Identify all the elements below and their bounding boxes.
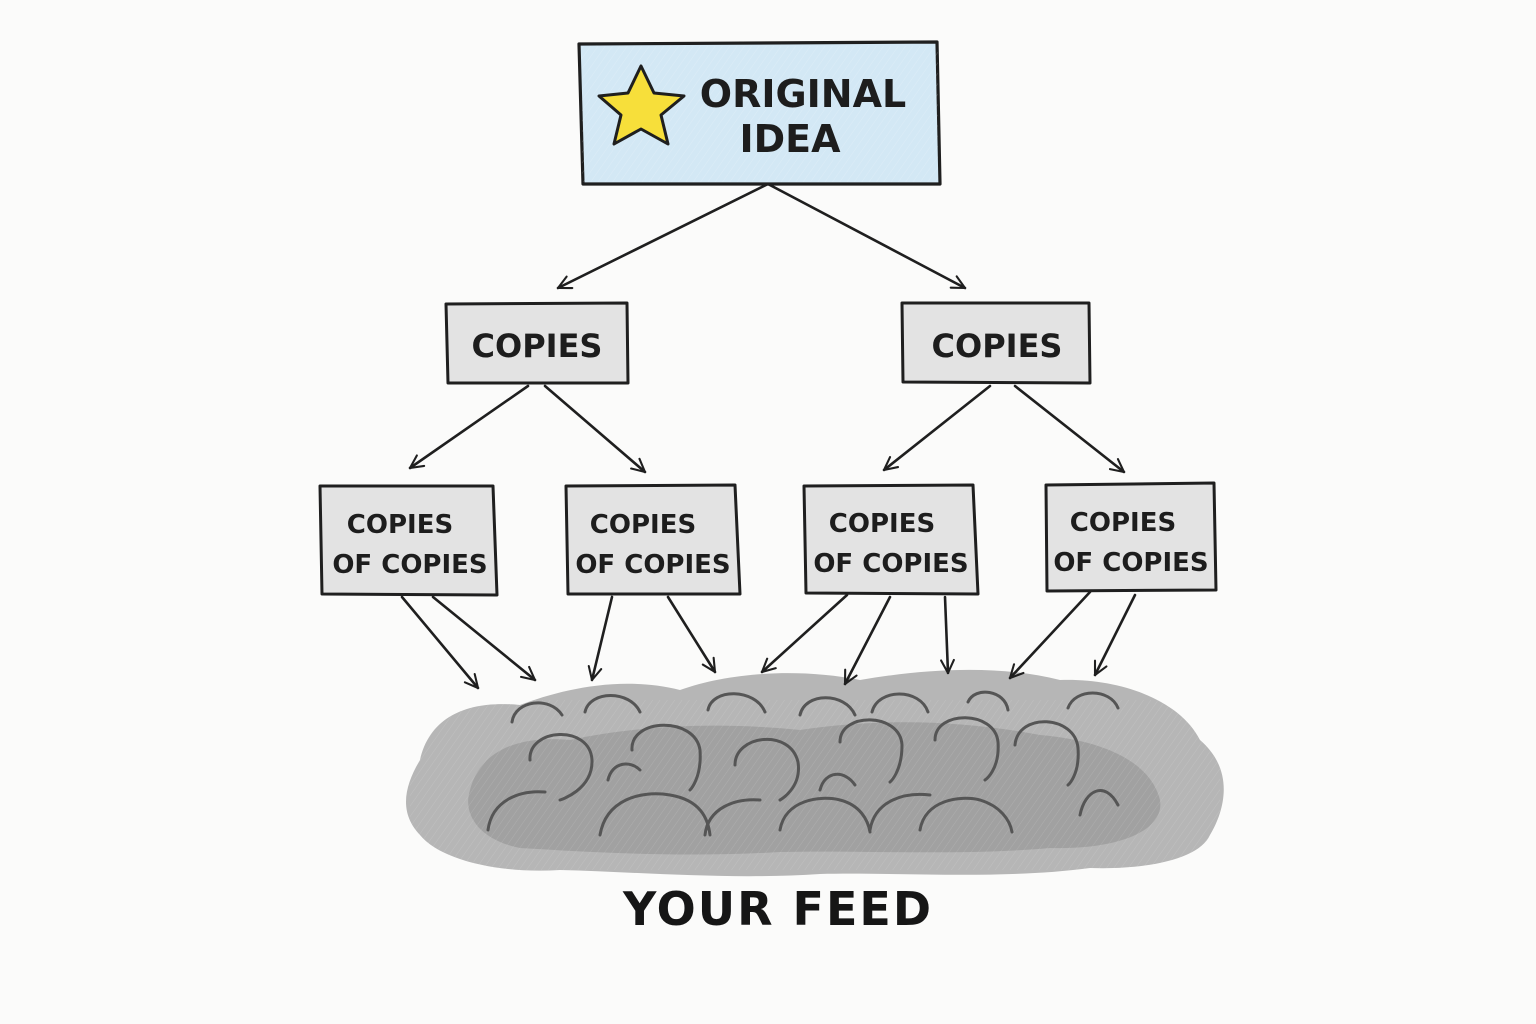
- copies-of-copies-line1: COPIES: [347, 510, 453, 540]
- arrow-c3-to-feed-a: [762, 595, 847, 672]
- arrow-c1-to-feed-b: [433, 597, 535, 680]
- arrow-c4-to-feed-b: [1095, 595, 1135, 675]
- arrow-root-to-copies-left: [558, 184, 768, 288]
- arrow-c3-to-feed-b: [845, 597, 890, 684]
- arrow-c3-to-feed-c: [945, 597, 948, 673]
- root-title-line2: IDEA: [739, 117, 841, 161]
- copies-label: COPIES: [932, 327, 1063, 365]
- arrow-root-to-copies-right: [768, 184, 965, 288]
- connectors: [402, 184, 1135, 688]
- copies-of-copies-line1: COPIES: [829, 509, 935, 539]
- arrow-copies-left-to-c2: [545, 386, 645, 472]
- root-title-line1: ORIGINAL: [700, 72, 906, 116]
- copies-of-copies-line1: COPIES: [1070, 508, 1176, 538]
- crowd-icon: [406, 670, 1224, 876]
- root-node: ORIGINAL IDEA: [579, 42, 940, 184]
- copies-of-copies-line1: COPIES: [590, 510, 696, 540]
- arrow-c1-to-feed-a: [402, 597, 478, 688]
- copies-of-copies-line2: OF COPIES: [332, 550, 487, 580]
- copies-node-left: COPIES: [446, 303, 628, 383]
- copies-of-copies-node-3: COPIES OF COPIES: [804, 485, 978, 594]
- copies-label: COPIES: [472, 327, 603, 365]
- arrow-c4-to-feed-a: [1010, 592, 1090, 678]
- copies-node-right: COPIES: [902, 303, 1090, 383]
- arrow-copies-left-to-c1: [410, 386, 528, 468]
- copies-of-copies-node-4: COPIES OF COPIES: [1046, 483, 1216, 591]
- arrow-c2-to-feed-a: [592, 597, 612, 680]
- arrow-copies-right-to-c3: [884, 386, 990, 470]
- copies-of-copies-node-1: COPIES OF COPIES: [320, 486, 497, 595]
- feed-label: YOUR FEED: [622, 882, 933, 936]
- copies-of-copies-line2: OF COPIES: [1053, 548, 1208, 578]
- copies-of-copies-line2: OF COPIES: [575, 550, 730, 580]
- copies-of-copies-line2: OF COPIES: [813, 549, 968, 579]
- arrow-copies-right-to-c4: [1015, 386, 1124, 472]
- copies-of-copies-node-2: COPIES OF COPIES: [566, 485, 740, 594]
- arrow-c2-to-feed-b: [668, 597, 715, 672]
